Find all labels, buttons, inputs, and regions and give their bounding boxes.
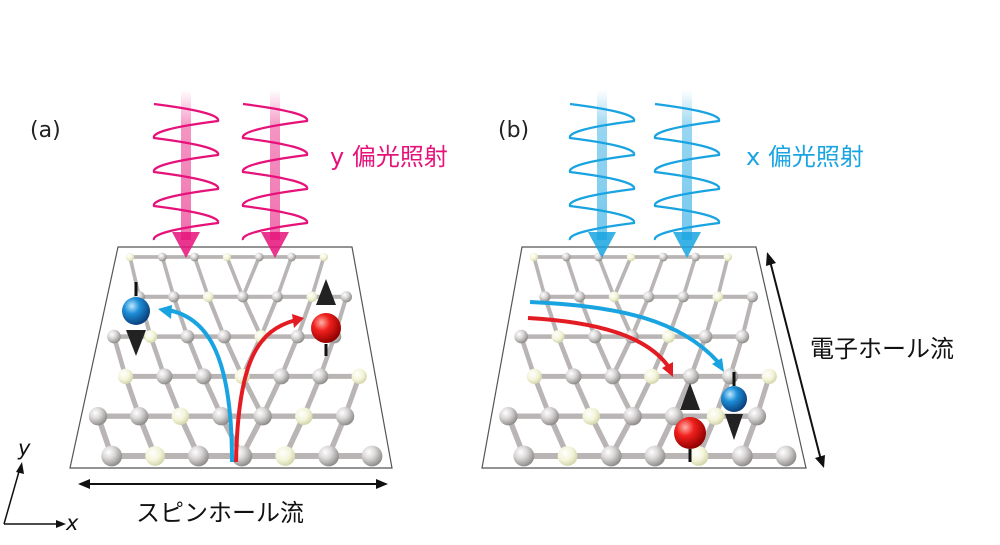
- current-double-arrow: [766, 252, 825, 468]
- x-axis-label: x: [66, 511, 79, 535]
- graphene-lattice-icon: [481, 246, 807, 469]
- panel-b: [481, 90, 825, 469]
- sinusoidal-light-wave-icon: [152, 90, 309, 258]
- spin-down-electron-icon: [721, 372, 747, 440]
- panel-a-label: (a): [30, 118, 61, 143]
- panel-b-label: (b): [498, 118, 530, 143]
- spin-down-electron-icon: [122, 282, 150, 356]
- y-polarized-light-label: y 偏光照射: [330, 143, 448, 171]
- electron-hole-current-label: 電子ホール流: [810, 335, 954, 363]
- graphene-lattice-icon: [69, 246, 393, 469]
- y-axis-label: y: [18, 436, 31, 460]
- spin-up-electron-icon: [674, 383, 706, 462]
- coordinate-axes: [3, 462, 66, 528]
- panel-a: [69, 90, 393, 489]
- electron-hole-current-arrows: [527, 300, 724, 377]
- x-polarized-light-label: x 偏光照射: [746, 143, 864, 171]
- current-double-arrow: [78, 479, 388, 489]
- spin-hall-current-label: スピンホール流: [136, 499, 304, 527]
- spin-up-electron-icon: [311, 279, 341, 356]
- sinusoidal-light-wave-icon: [568, 90, 721, 258]
- spin-current-arrows: [158, 305, 304, 463]
